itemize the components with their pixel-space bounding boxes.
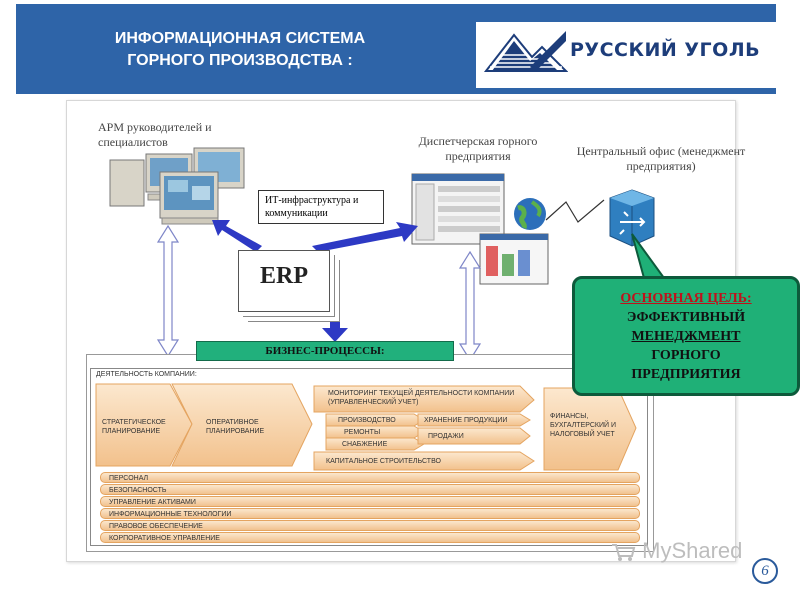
router-icon bbox=[609, 189, 655, 247]
chevron-operative bbox=[171, 383, 313, 467]
header-banner: ИНФОРМАЦИОННАЯ СИСТЕМА ГОРНОГО ПРОИЗВОДС… bbox=[16, 4, 786, 94]
company-logo: РУССКИЙ УГОЛЬ bbox=[476, 22, 786, 88]
globe-icon bbox=[514, 198, 546, 230]
bar-assets: УПРАВЛЕНИЕ АКТИВАМИ bbox=[100, 496, 640, 507]
arm-label: АРМ руководителей и специалистов bbox=[98, 120, 212, 149]
watermark: MyShared bbox=[610, 538, 742, 564]
arrow-erp-to-bp-head bbox=[322, 328, 348, 342]
strategic-planning-text: СТРАТЕГИЧЕСКОЕ ПЛАНИРОВАНИЕ bbox=[102, 419, 166, 435]
finance-text: ФИНАНСЫ, БУХГАЛТЕРСКИЙ И НАЛОГОВЫЙ УЧЕТ bbox=[550, 413, 616, 438]
goal-line-3: ГОРНОГО bbox=[651, 348, 721, 363]
goal-line-1: ЭФФЕКТИВНЫЙ bbox=[626, 310, 746, 325]
arrow-erp-to-dispatch bbox=[312, 222, 418, 252]
repairs-text: РЕМОНТЫ bbox=[344, 429, 381, 436]
storage-text: ХРАНЕНИЕ ПРОДУКЦИИ bbox=[424, 417, 508, 424]
chevron-monitoring bbox=[313, 385, 535, 413]
goal-line-2: МЕНЕДЖМЕНТ bbox=[631, 329, 741, 344]
title-line-2: ГОРНОГО ПРОИЗВОДСТВА : bbox=[127, 52, 353, 69]
chevron-strategic bbox=[95, 383, 193, 467]
goal-line-4: ПРЕДПРИЯТИЯ bbox=[631, 367, 741, 382]
watermark-text: MyShared bbox=[642, 538, 743, 563]
production-text: ПРОИЗВОДСТВО bbox=[338, 417, 396, 424]
erp-label: ERP bbox=[260, 263, 308, 289]
bar-security: БЕЗОПАСНОСТЬ bbox=[100, 484, 640, 495]
chevron-storage bbox=[417, 413, 531, 427]
arrow-erp-to-arm bbox=[212, 220, 262, 252]
bar-personnel: ПЕРСОНАЛ bbox=[100, 472, 640, 483]
dispatch-screens-icon bbox=[411, 173, 549, 285]
operative-planning-text: ОПЕРАТИВНОЕ ПЛАНИРОВАНИЕ bbox=[206, 419, 265, 435]
supply-text: СНАБЖЕНИЕ bbox=[342, 441, 388, 448]
network-link-line bbox=[545, 199, 605, 223]
main-goal-callout: ОСНОВНАЯ ЦЕЛЬ: ЭФФЕКТИВНЫЙ МЕНЕДЖМЕНТ ГО… bbox=[572, 276, 800, 396]
erp-box: ERP bbox=[238, 250, 330, 312]
chevron-capital bbox=[313, 451, 535, 471]
workstations-icon bbox=[109, 147, 245, 225]
capital-construction-text: КАПИТАЛЬНОЕ СТРОИТЕЛЬСТВО bbox=[326, 458, 441, 465]
office-label: Центральный офис (менеджмент предприятия… bbox=[576, 144, 746, 173]
goal-title: ОСНОВНАЯ ЦЕЛЬ: bbox=[620, 291, 752, 306]
company-activity-label: ДЕЯТЕЛЬНОСТЬ КОМПАНИИ: bbox=[96, 371, 197, 378]
bar-it: ИНФОРМАЦИОННЫЕ ТЕХНОЛОГИИ bbox=[100, 508, 640, 519]
process-inner-frame bbox=[90, 368, 648, 546]
bar-legal: ПРАВОВОЕ ОБЕСПЕЧЕНИЕ bbox=[100, 520, 640, 531]
monitoring-text: МОНИТОРИНГ ТЕКУЩЕЙ ДЕЯТЕЛЬНОСТИ КОМПАНИИ… bbox=[328, 390, 515, 406]
mountain-logo-icon bbox=[483, 31, 568, 72]
title-line-1: ИНФОРМАЦИОННАЯ СИСТЕМА bbox=[114, 30, 366, 47]
sales-text: ПРОДАЖИ bbox=[428, 433, 464, 440]
bar-corporate: КОРПОРАТИВНОЕ УПРАВЛЕНИЕ bbox=[100, 532, 640, 543]
page-number-badge: 6 bbox=[752, 558, 778, 584]
cart-icon bbox=[612, 544, 636, 562]
business-processes-box: БИЗНЕС-ПРОЦЕССЫ: bbox=[196, 341, 454, 361]
chevron-sales bbox=[417, 427, 531, 445]
arrow-erp-to-bp-shaft bbox=[330, 302, 340, 330]
chevron-supply bbox=[325, 437, 425, 451]
it-infrastructure-box: ИТ-инфраструктура и коммуникации bbox=[258, 190, 384, 224]
dispatch-label: Диспетчерская горного предприятия bbox=[418, 134, 538, 163]
slide-title: ИНФОРМАЦИОННАЯ СИСТЕМА ГОРНОГО ПРОИЗВОДС… bbox=[40, 28, 440, 72]
logo-text: РУССКИЙ УГОЛЬ bbox=[570, 39, 761, 61]
